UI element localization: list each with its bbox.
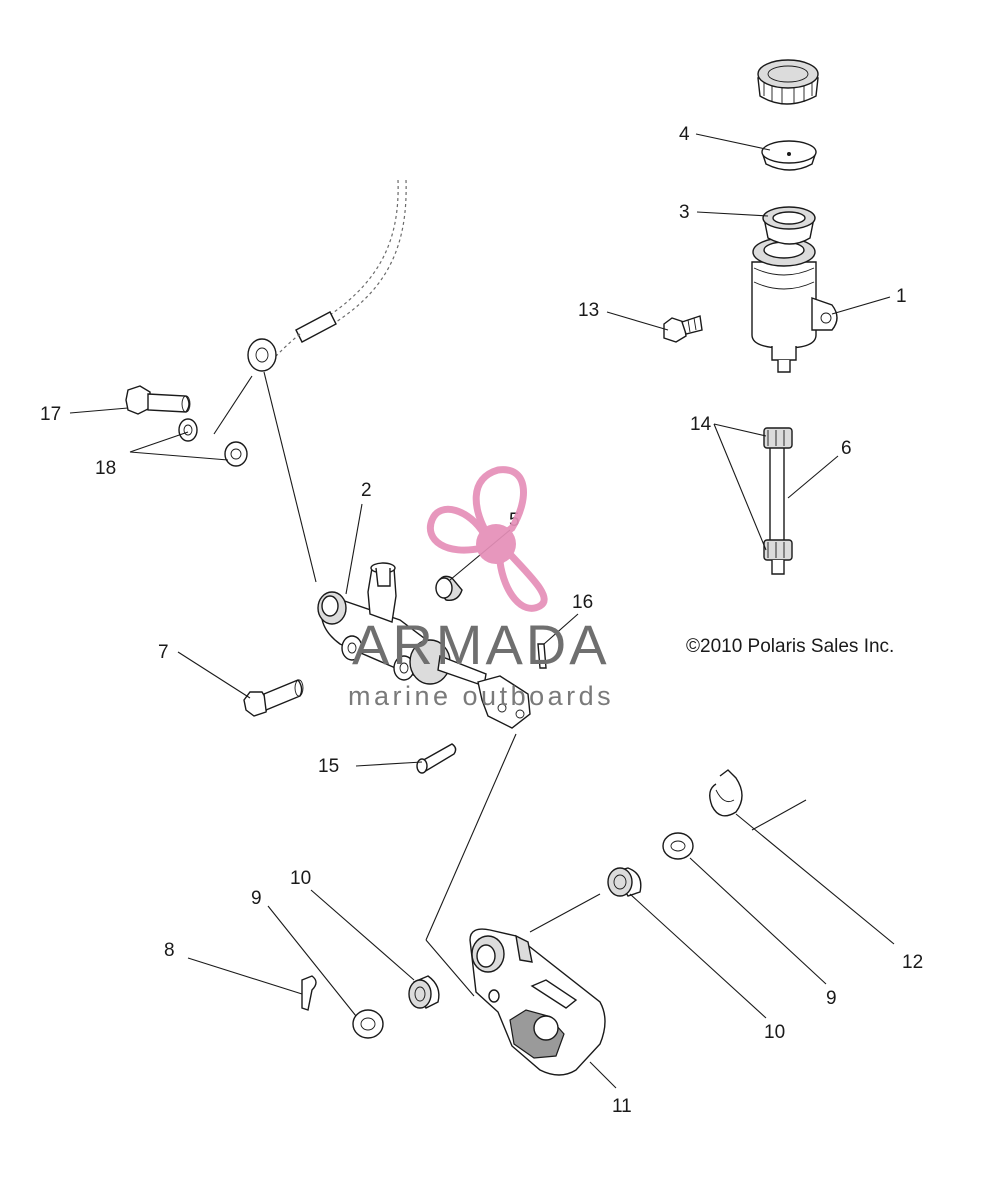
callout-14: 14 bbox=[690, 414, 712, 435]
washer-part-bottom bbox=[224, 441, 248, 467]
callout-17: 17 bbox=[40, 404, 61, 425]
clevis-pin-part bbox=[416, 743, 457, 774]
callout-6: 6 bbox=[841, 438, 852, 459]
reservoir-part bbox=[751, 237, 838, 373]
callout-15: 15 bbox=[318, 756, 339, 777]
bushing-10-left-part bbox=[408, 975, 440, 1009]
callout-4: 4 bbox=[679, 124, 690, 145]
callout-16: 16 bbox=[572, 592, 593, 613]
reservoir-cap bbox=[757, 59, 819, 105]
callout-13: 13 bbox=[578, 300, 599, 321]
callout-9-left: 9 bbox=[251, 888, 262, 909]
diaphragm-part bbox=[761, 140, 817, 171]
seal-part bbox=[762, 206, 816, 245]
washer-9-right-part bbox=[662, 832, 694, 860]
banjo-bolt-part bbox=[125, 385, 191, 415]
watermark-brand: ARMADA bbox=[352, 613, 610, 676]
propeller-logo-icon bbox=[426, 466, 548, 612]
watermark: ARMADA marine outboards bbox=[348, 466, 614, 711]
callout-18: 18 bbox=[95, 458, 116, 479]
callout-numbers: 1 4 3 13 14 6 17 18 2 5 16 7 15 10 9 8 1… bbox=[40, 124, 923, 1117]
washer-part-top bbox=[178, 418, 198, 442]
brake-hose bbox=[247, 179, 407, 372]
callout-1: 1 bbox=[896, 286, 907, 307]
callout-8: 8 bbox=[164, 940, 175, 961]
washer-9-left-part bbox=[352, 1009, 384, 1039]
callout-10-left: 10 bbox=[290, 868, 311, 889]
pivot-bolt-part bbox=[243, 679, 304, 717]
grommet-part bbox=[435, 575, 463, 601]
bushing-10-right-part bbox=[607, 867, 642, 897]
cotter-pin-8-part bbox=[301, 975, 317, 1011]
callout-12: 12 bbox=[902, 952, 923, 973]
callout-2: 2 bbox=[361, 480, 372, 501]
callout-3: 3 bbox=[679, 202, 690, 223]
watermark-tagline: marine outboards bbox=[348, 681, 614, 711]
callout-11: 11 bbox=[612, 1096, 632, 1117]
pedal-bracket-part bbox=[469, 928, 606, 1076]
callout-9-right: 9 bbox=[826, 988, 837, 1009]
screw-part bbox=[663, 315, 703, 343]
tube-part bbox=[763, 427, 793, 575]
spring-clip-part bbox=[709, 769, 743, 817]
callout-10-right: 10 bbox=[764, 1022, 785, 1043]
master-cylinder-part bbox=[317, 562, 531, 729]
cotter-pin-16-part bbox=[537, 643, 547, 669]
copyright-notice: ©2010 Polaris Sales Inc. bbox=[686, 636, 894, 657]
callout-7: 7 bbox=[158, 642, 169, 663]
